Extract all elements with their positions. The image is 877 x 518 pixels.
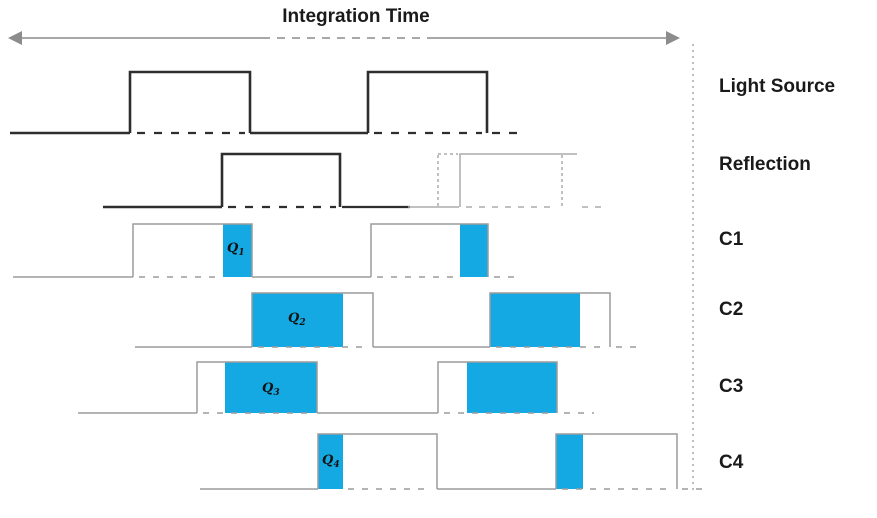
c1-pulse-2 [370, 223, 489, 277]
row-label-c3: C3 [719, 376, 744, 397]
q4-label: Q4 [322, 453, 340, 470]
q3-label: Q3 [262, 381, 280, 398]
row-label-light-source: Light Source [719, 76, 836, 97]
row-label-c4: C4 [719, 452, 744, 473]
c1-pulse-1 [132, 223, 253, 277]
reflection-pulse-1 [220, 152, 342, 207]
c1-charge-region-1 [223, 224, 252, 277]
c2-charge-region-1 [252, 293, 343, 347]
row-label-c2: C2 [719, 299, 744, 320]
c3-charge-region-1 [225, 362, 317, 413]
c2-pulse-1 [251, 292, 374, 347]
c4-pulse-1 [317, 433, 438, 489]
integration-time-title: Integration Time [282, 6, 430, 27]
light-source-pulse-2 [366, 70, 489, 133]
light-source-pulse-1 [128, 70, 252, 133]
c4-pulse-2 [555, 433, 678, 489]
c2-pulse-2 [489, 292, 611, 347]
c3-charge-region-2 [467, 362, 557, 413]
row-label-c1: C1 [719, 229, 744, 250]
c3-pulse-2 [437, 361, 558, 413]
arrowhead-left-icon [8, 31, 22, 45]
q2-label: Q2 [288, 311, 306, 328]
c1-charge-region-2 [460, 224, 488, 277]
c4-charge-region-2 [556, 434, 583, 489]
c3-pulse-1 [196, 361, 318, 413]
c4-charge-region-1 [318, 434, 343, 489]
reflection-ghost-pulse [459, 153, 577, 207]
row-label-reflection: Reflection [719, 154, 811, 175]
c2-charge-region-2 [490, 293, 580, 347]
arrowhead-right-icon [666, 31, 680, 45]
q1-label: Q1 [227, 241, 245, 258]
